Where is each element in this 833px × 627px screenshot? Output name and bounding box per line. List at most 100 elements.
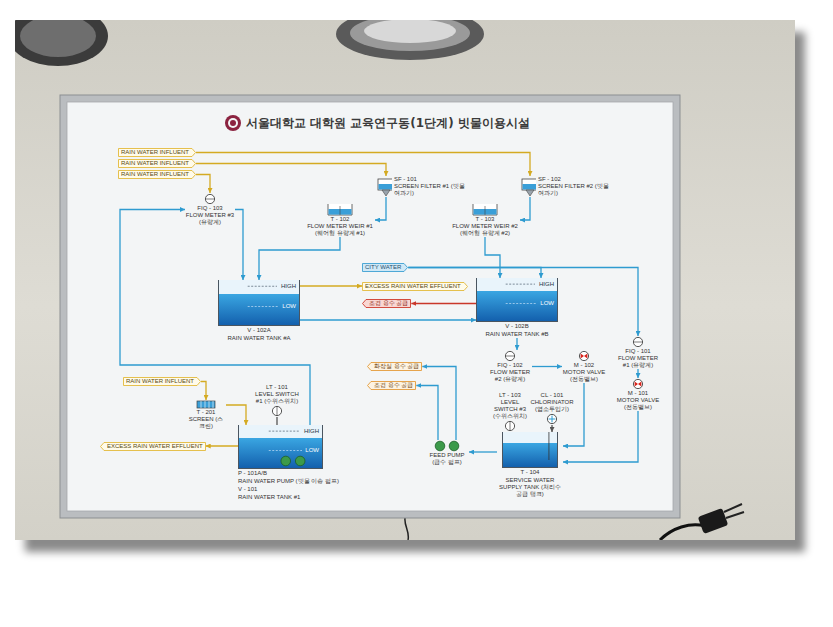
instrument-label: M - 102: [562, 362, 606, 369]
filter-label: SF - 101: [394, 176, 466, 183]
pipe-tag: 화장실 용수 공급: [367, 362, 422, 371]
pipe-line: [196, 153, 530, 177]
university-logo: [230, 120, 236, 126]
tag-label: 조경 용수 공급: [369, 299, 408, 308]
tag-label: RAIN WATER INFLUENT: [121, 170, 189, 179]
instrument-symbol: [546, 413, 558, 425]
instrument-label: FLOW METER #2 (유량계): [488, 369, 532, 383]
pipe-line: [120, 210, 310, 426]
instrument-label: FIQ - 103: [185, 205, 235, 212]
tag-label: RAIN WATER INFLUENT: [121, 148, 189, 157]
pipe-line: [469, 451, 497, 452]
screen-filter: SF - 101SCREEN FILTER #1 (빗물여과기): [376, 176, 466, 197]
instrument-label: LEVEL SWITCH #1 (수위스위치): [252, 391, 302, 405]
instrument-label: M - 101: [616, 390, 660, 397]
instrument-symbol: [504, 420, 516, 432]
ceiling-light: [20, 20, 96, 57]
weir-symbol: [327, 203, 353, 216]
pipe-tag: EXCESS RAIN WATER EFFLUENT: [100, 442, 206, 451]
instrument: LT - 103LEVEL SWITCH #3 (수위스위치): [490, 392, 530, 432]
instrument-label: FLOW METER #1 (유량계): [616, 355, 660, 369]
tag-label: RAIN WATER INFLUENT: [126, 377, 194, 386]
screen: T - 201SCREEN (스크린): [186, 400, 226, 430]
university-logo: [225, 115, 241, 131]
tank-caption: RAIN WATER TANK #A: [218, 335, 300, 342]
tank-caption: RAIN WATER PUMP (빗물 이송 펌프): [238, 478, 348, 485]
pipe-line: [532, 366, 562, 367]
pump-label: FEED PUMP: [425, 452, 469, 459]
weir-symbol: [472, 203, 498, 216]
water-fill: [219, 294, 299, 325]
tank-outline: HIGHLOW: [476, 278, 558, 322]
instrument: FIQ - 102FLOW METER #2 (유량계): [488, 350, 532, 383]
pump-label: (급수 펌프): [425, 459, 469, 466]
pipe-tag: RAIN WATER INFLUENT: [123, 377, 201, 386]
screen-label: SCREEN (스크린): [186, 416, 226, 430]
tag-label: RAIN WATER INFLUENT: [121, 159, 189, 168]
filter-label: SCREEN FILTER #2 (빗물여과기): [538, 183, 610, 197]
pipe-tag: CITY WATER: [362, 263, 408, 272]
level-label: LOW: [282, 303, 296, 310]
tag-label: 조경 용수 공급: [374, 381, 413, 390]
tank-caption: V - 102A: [218, 327, 300, 334]
instrument: M - 101MOTOR VALVE (전동밸브): [616, 378, 660, 411]
tank-details: [503, 432, 558, 468]
tank-caption: T - 104: [497, 469, 563, 476]
pipe-line: [485, 237, 500, 278]
pipe-line: [516, 338, 517, 350]
instrument-symbol: [632, 336, 644, 348]
instrument-symbol: [504, 350, 516, 362]
pipe-line: [411, 303, 476, 304]
screen-symbol: [196, 400, 216, 409]
weir-label: T - 103: [450, 216, 520, 223]
pipe-tag: EXCESS RAIN WATER EFFLUENT: [362, 282, 468, 291]
pipe-line: [375, 197, 386, 220]
instrument: LT - 101LEVEL SWITCH #1 (수위스위치): [252, 384, 302, 417]
level-label: HIGH: [281, 283, 296, 290]
instrument: FIQ - 101FLOW METER #1 (유량계): [616, 336, 660, 369]
instrument-label: LEVEL SWITCH #3 (수위스위치): [490, 399, 530, 420]
filter-label: SF - 102: [538, 176, 610, 183]
pipe-line: [201, 382, 206, 401]
water-tank: T - 104SERVICE WATER SUPPLY TANK (처리수 공급…: [497, 432, 563, 498]
tank-caption: P - 101A/B: [238, 470, 348, 477]
pipe-tag: RAIN WATER INFLUENT: [118, 148, 196, 157]
tag-label: 화장실 용수 공급: [374, 362, 419, 371]
instrument-label: MOTOR VALVE (전동밸브): [616, 397, 660, 411]
tank-caption: SERVICE WATER SUPPLY TANK (처리수 공급 탱크): [497, 477, 563, 498]
pipe-line: [196, 164, 386, 177]
tank-caption: V - 102B: [476, 323, 558, 330]
tank-outline: HIGHLOW: [238, 425, 323, 469]
ceiling-light: [15, 20, 108, 66]
instrument-label: CHLORINATOR (염소투입기): [530, 399, 574, 413]
weir-label: T - 102: [305, 216, 375, 223]
instrument-symbol: [578, 350, 590, 362]
board-title: 서울대학교 대학원 교육연구동(1단계) 빗물이용시설: [246, 116, 530, 130]
pipe-line: [300, 319, 476, 320]
plug: [698, 508, 729, 534]
pipe-line: [563, 411, 638, 462]
weir-tank: T - 102FLOW METER WEIR #1 (웨어형 유량계 #1): [305, 203, 375, 237]
pipe-line: [408, 268, 541, 279]
tank-outline: HIGH LOW: [218, 280, 300, 326]
water-tank: HIGH LOW V - 102ARAIN WATER TANK #A: [218, 280, 300, 342]
instrument-label: LT - 101: [252, 384, 302, 391]
instrument: FIQ - 103FLOW METER #3 (유량계): [185, 193, 235, 226]
pipe-line: [259, 237, 340, 280]
weir-label: FLOW METER WEIR #2 (웨어형 유량계 #2): [450, 223, 520, 237]
pipe-tag: RAIN WATER INFLUENT: [118, 170, 196, 179]
ceiling-light: [350, 20, 470, 51]
tank-caption: V - 101: [238, 486, 348, 493]
instrument-symbol: [204, 193, 216, 205]
feed-pump: FEED PUMP(급수 펌프): [425, 440, 469, 466]
instrument: CL - 101CHLORINATOR (염소투입기): [530, 392, 574, 425]
filter-label: SCREEN FILTER #1 (빗물여과기): [394, 183, 466, 197]
level-label: LOW: [540, 300, 554, 307]
instrument-label: FIQ - 102: [488, 362, 532, 369]
instrument-label: CL - 101: [530, 392, 574, 399]
pipe-tag: 조경 용수 공급: [362, 299, 411, 308]
pipe-line: [235, 210, 243, 281]
filter-symbol: [376, 177, 392, 197]
pipe-line: [520, 197, 530, 220]
